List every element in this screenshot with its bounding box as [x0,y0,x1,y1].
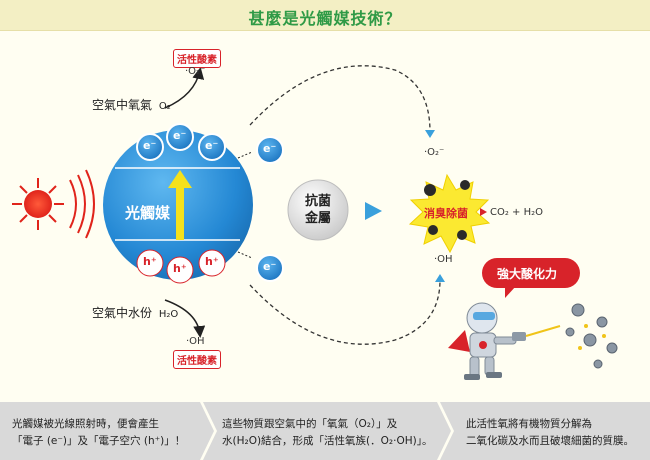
sun-icon [12,178,64,230]
deodorize-label: 消臭除菌 [424,207,468,220]
photocatalyst-label: 光觸媒 [125,204,171,222]
products-label: CO₂ + H₂O [490,207,543,218]
hole-particle [136,249,164,277]
oxygen-formula: O₂ [158,101,171,112]
hole-label: h⁺ [205,255,219,268]
hole-particle [166,256,194,284]
product-arrow-icon [480,208,487,216]
superoxide-label: ·O₂⁻ [185,66,206,77]
excitation-arrow [168,170,192,240]
lower-arc-arrowhead [435,274,445,282]
hole-label: h⁺ [143,255,157,268]
oxygen-source-label: 空氣中氧氣 O₂ [92,96,171,113]
oxygen-source-text: 空氣中氧氣 [92,98,153,112]
electron-release-arrow-lower [237,251,253,259]
hydroxyl-right-label: ·OH [434,254,453,265]
steps-bar-shapes [0,402,650,460]
hole-particle [198,249,226,277]
upper-dashed-arc [249,65,431,133]
page-title: 甚麼是光觸媒技術？ [248,9,402,28]
speech-bubble [482,258,580,298]
step-1-line2: 「電子 (e⁻)」及「電子空穴 (h⁺)」！ [12,435,186,447]
water-formula: H₂O [158,309,179,320]
free-electron-lower [256,254,284,282]
step-3-line2: 二氧化碳及水而且破壞細菌的質膜。 [466,435,634,447]
step-1-text: 光觸媒被光線照射時，便會產生 「電子 (e⁻)」及「電子空穴 (h⁺)」！ [12,416,185,450]
steps-bar: 光觸媒被光線照射時，便會產生 「電子 (e⁻)」及「電子空穴 (h⁺)」！ 這些… [0,402,650,460]
strong-oxidation-label: 強大酸化力 [497,267,558,281]
spark-icon [578,324,606,350]
antibacterial-metal-line1: 抗菌 [304,194,331,209]
free-electron-upper [256,136,284,164]
electron-particle [136,133,164,161]
oxygen-curve-arrow [164,67,205,109]
free-electron-label-upper: e⁻ [263,142,277,155]
germ-icon [565,303,618,369]
flow-arrow-icon [365,202,382,220]
hole-label: h⁺ [173,262,187,275]
electron-label: e⁻ [205,139,219,152]
photocatalyst-diagram: 活性酸素 ·O₂⁻ 空氣中氧氣 O₂ 空氣中水份 H₂O ·OH 活性酸素 e⁻… [0,30,650,402]
hydroxyl-label: ·OH [186,336,205,347]
electron-particle [198,133,226,161]
electron-release-arrow [237,151,253,159]
antibacterial-metal-label: 抗菌 金屬 [302,193,334,227]
superoxide-right-label: ·O₂⁻ [424,147,445,158]
light-waves-icon [69,169,95,239]
bacteria-icon [424,180,470,240]
active-oxygen-tag-top: 活性酸素 [173,49,221,68]
robot-character-icon [448,302,561,380]
step-2-line2: 水(H₂O)結合，形成「活性氧族(．O₂·OH)」。 [222,435,433,447]
step-2-text: 這些物質跟空氣中的「氧氣（O₂）」及 水(H₂O)結合，形成「活性氧族(．O₂·… [222,416,432,450]
free-electron-label-lower: e⁻ [263,260,277,273]
step-3-line1: 此活性氧將有機物質分解為 [466,418,592,430]
upper-arc-arrowhead [425,130,435,138]
water-curve-arrow [164,299,206,338]
step-2-line1: 這些物質跟空氣中的「氧氣（O₂）」及 [222,418,398,430]
antibacterial-metal-line2: 金屬 [304,211,331,226]
electron-label: e⁻ [143,139,157,152]
active-oxygen-tag-bottom: 活性酸素 [173,350,221,369]
diagram-graphics [12,65,618,380]
antibacterial-metal-ball [287,179,349,241]
water-source-label: 空氣中水份 H₂O [92,304,178,321]
lower-dashed-arc [249,279,441,345]
step-1-line1: 光觸媒被光線照射時，便會產生 [12,418,159,430]
electron-label: e⁻ [173,129,187,142]
electron-particle [166,123,194,151]
water-source-text: 空氣中水份 [92,306,153,320]
title-bar: 甚麼是光觸媒技術？ [0,0,650,31]
step-3-text: 此活性氧將有機物質分解為 二氧化碳及水而且破壞細菌的質膜。 [466,416,634,450]
